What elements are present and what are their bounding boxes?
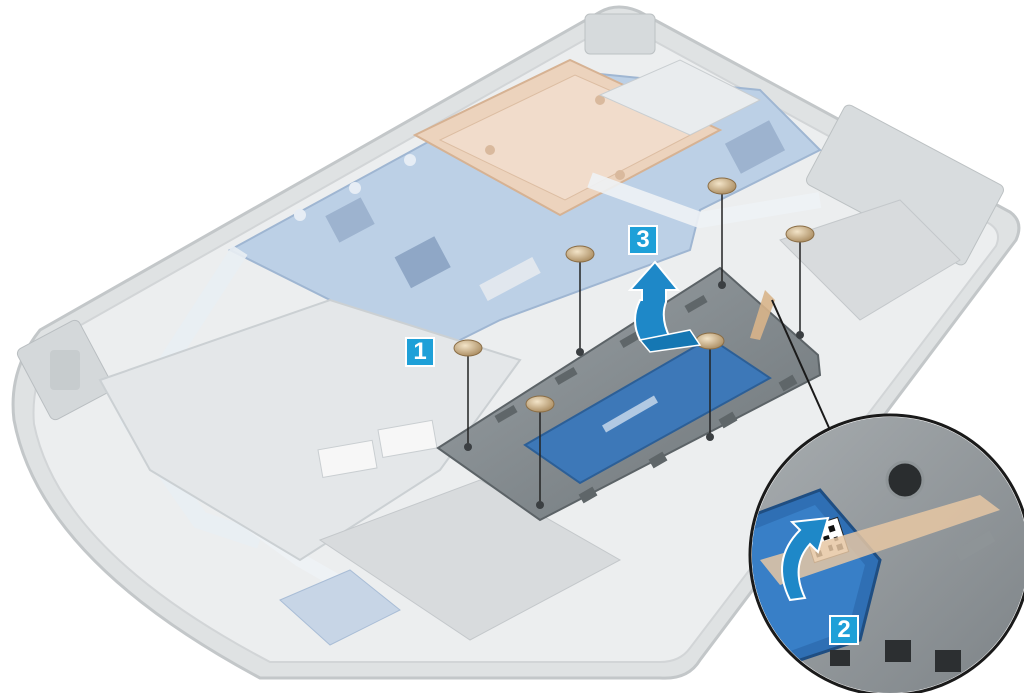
screw — [695, 332, 725, 441]
hinge-right — [584, 13, 1004, 266]
io-board — [279, 569, 401, 646]
ssd-module — [598, 59, 762, 136]
step-callout-1: 1 — [405, 337, 435, 367]
screw — [565, 245, 595, 356]
speaker-grille — [318, 199, 961, 641]
step-callout-3: 3 — [628, 225, 658, 255]
arrow-up-icon — [627, 260, 702, 353]
screw-group — [453, 177, 815, 509]
screw — [785, 225, 815, 339]
screw — [453, 339, 483, 451]
touchpad-bracket — [436, 266, 822, 522]
hinge-left — [16, 319, 114, 421]
step-callout-2: 2 — [829, 615, 859, 645]
zoom-detail — [748, 413, 1024, 693]
screw — [525, 395, 555, 509]
zoom-leader-line — [771, 299, 831, 431]
curved-arrow-icon — [781, 516, 830, 602]
screw — [707, 177, 737, 289]
